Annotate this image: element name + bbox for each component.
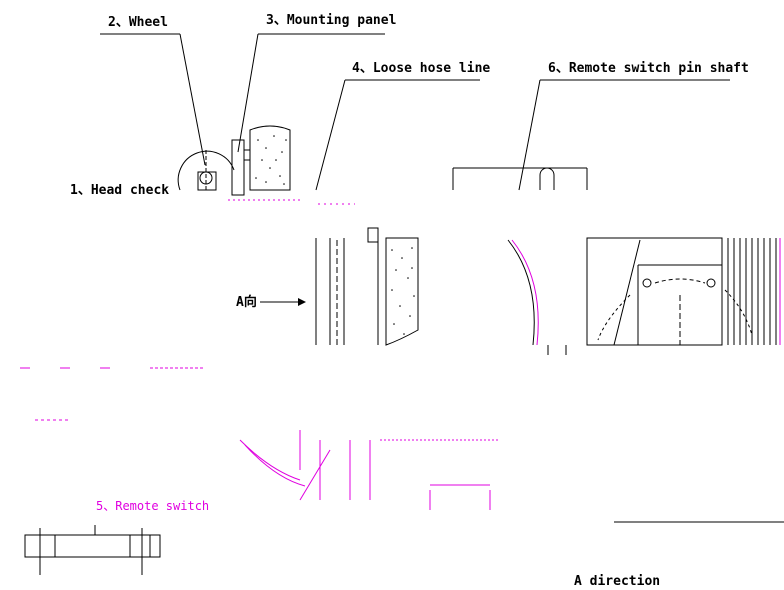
middle-section (315, 227, 419, 346)
label-pin-shaft-group: 6、Remote switch pin shaft (518, 61, 749, 191)
concrete-texture-top (255, 135, 287, 185)
label-remote-switch-faded: 5、Remote switch (96, 499, 209, 513)
label-wheel-group: 2、Wheel (100, 15, 206, 166)
hatching-lines (727, 238, 781, 345)
wheel-assembly (177, 125, 291, 196)
arc-curve (507, 239, 539, 346)
label-mounting-panel-group: 3、Mounting panel (237, 13, 396, 153)
faded-artifacts-bottom: 5、Remote switch (20, 367, 500, 513)
label-head-check: 1、Head check (70, 183, 169, 198)
label-a-view: A向 (236, 294, 257, 310)
concrete-texture-mid (391, 247, 415, 335)
label-wheel: 2、Wheel (108, 15, 168, 30)
label-remote-switch-pin-shaft: 6、Remote switch pin shaft (548, 61, 749, 76)
label-mounting-panel: 3、Mounting panel (266, 13, 396, 28)
view-a-arrow: A向 (236, 294, 306, 310)
bottom-left-part (24, 525, 161, 575)
faded-artifacts-top (228, 199, 355, 205)
pin-shaft-bracket-top (452, 167, 588, 190)
right-section (547, 237, 781, 355)
label-loose-hose-line: 4、Loose hose line (352, 61, 490, 76)
label-loose-hose-group: 4、Loose hose line (315, 61, 490, 191)
label-a-direction: A direction (574, 574, 660, 589)
